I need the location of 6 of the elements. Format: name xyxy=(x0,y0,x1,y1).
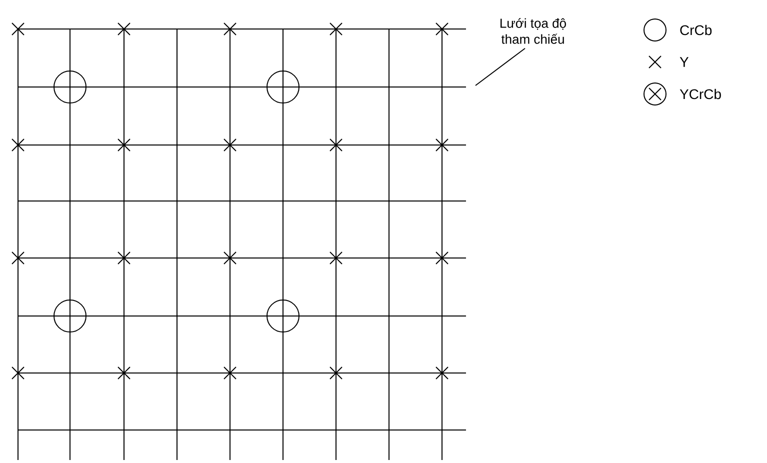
grid-drawing xyxy=(12,22,466,460)
legend-text: CrCb xyxy=(680,24,712,36)
legend-text: YCrCb xyxy=(680,88,721,100)
legend-text: Y xyxy=(680,57,689,67)
label-text: Lưới tọa độ tham chiếu xyxy=(500,18,566,44)
leader-line xyxy=(475,48,526,86)
